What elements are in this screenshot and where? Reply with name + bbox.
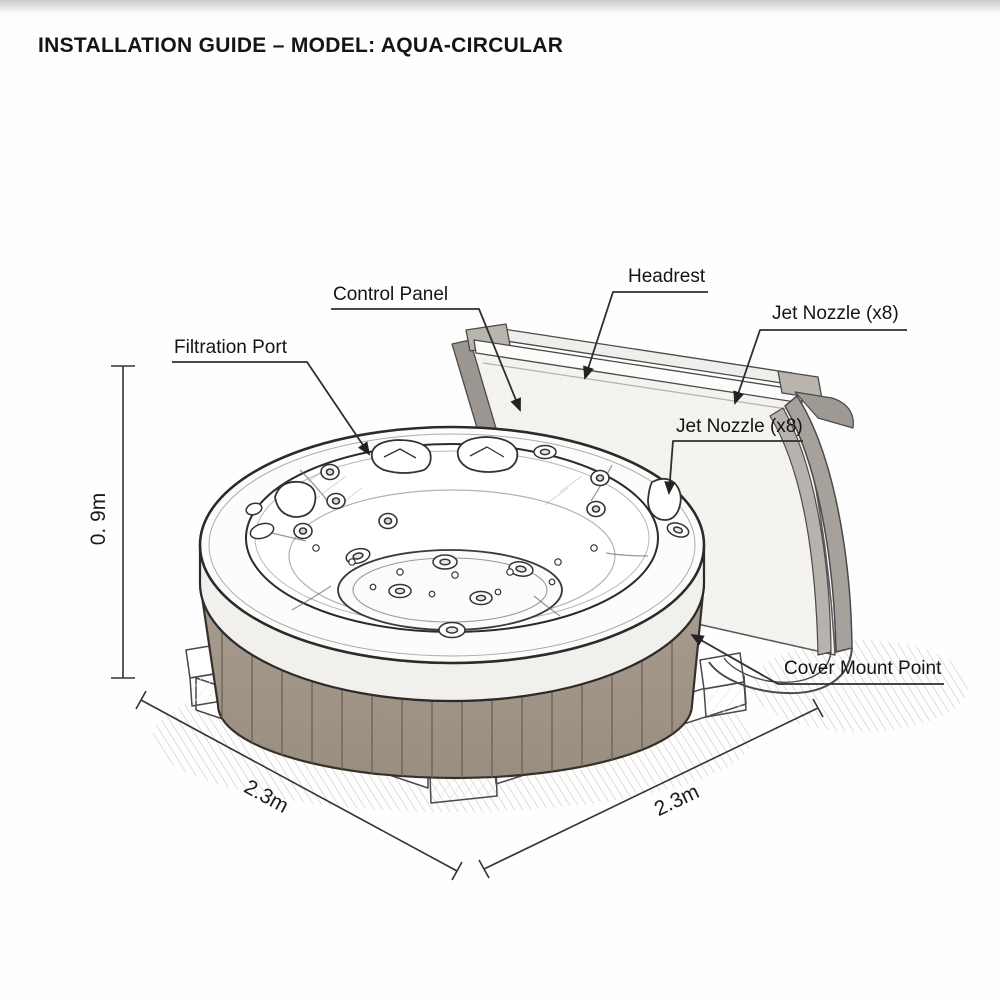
jet-housing bbox=[647, 477, 682, 521]
diameter-right-dimension-line bbox=[478, 698, 824, 879]
callout-leader-lines bbox=[172, 291, 944, 685]
jet-nozzle-top-leader bbox=[733, 329, 907, 405]
cover-corner-wrap bbox=[794, 391, 854, 429]
label-jet-nozzle-inner: Jet Nozzle (x8) bbox=[676, 416, 803, 437]
dimension-height-value: 0. 9m bbox=[87, 492, 110, 546]
headrest-leader bbox=[583, 291, 708, 380]
tub-interior bbox=[245, 436, 690, 639]
cover-straps bbox=[708, 395, 853, 695]
label-control-panel: Control Panel bbox=[333, 284, 449, 305]
label-jet-nozzle-top: Jet Nozzle (x8) bbox=[772, 303, 899, 324]
headrest-pillow bbox=[456, 436, 519, 473]
micro-jet-dots bbox=[312, 544, 598, 598]
dimension-lines bbox=[111, 365, 824, 881]
cover-mount-leader bbox=[690, 633, 944, 685]
diameter-left-dimension-line bbox=[135, 690, 463, 881]
control-panel-leader bbox=[331, 308, 521, 412]
label-cover-mount-point: Cover Mount Point bbox=[784, 658, 942, 679]
filtration-port-leader bbox=[172, 361, 371, 456]
headrest-pillow bbox=[274, 480, 317, 518]
jet-nozzle-inner-leader bbox=[664, 440, 803, 496]
label-headrest: Headrest bbox=[628, 266, 706, 287]
headrest-pillow bbox=[370, 439, 432, 474]
height-dimension-line bbox=[111, 365, 135, 679]
page-title: INSTALLATION GUIDE – MODEL: AQUA-CIRCULA… bbox=[38, 34, 564, 57]
label-filtration-port: Filtration Port bbox=[174, 337, 287, 358]
jet-nozzles bbox=[245, 444, 690, 639]
